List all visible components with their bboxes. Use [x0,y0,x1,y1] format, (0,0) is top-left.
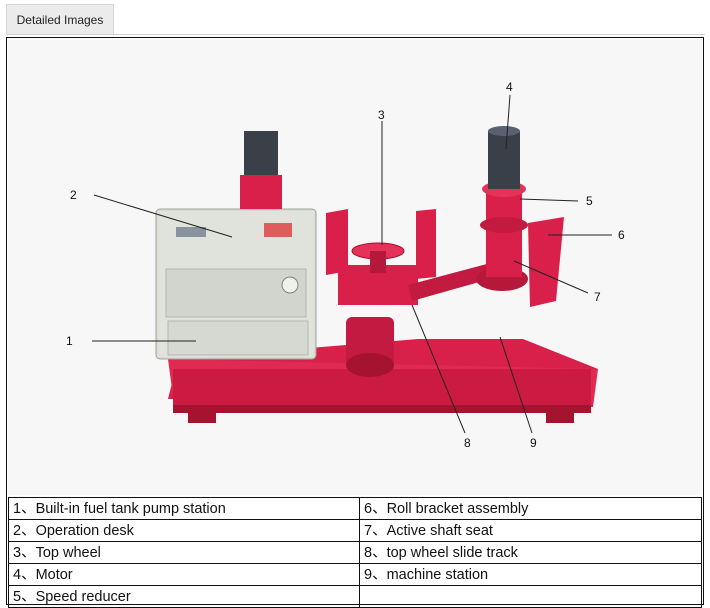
fuel-tank-panel [167,320,309,356]
callout-7: 7 [594,290,601,304]
hydraulic-motor [346,317,394,365]
callout-1: 1 [66,334,73,348]
machine-foot-right [546,409,574,423]
leader-4 [505,94,511,150]
machine-illustration: 1 2 3 4 5 6 7 8 9 [66,80,625,450]
part-1-cell: 1、Built-in fuel tank pump station [8,497,360,520]
plastic-wrap [158,211,314,357]
part-8-cell: 8、top wheel slide track [359,541,702,564]
callout-2: 2 [70,188,77,202]
callout-3: 3 [378,108,385,122]
part-4-cell: 4、Motor [8,563,360,586]
part-5-cell: 5、Speed reducer [8,585,360,608]
callout-4: 4 [506,80,513,94]
motor [488,131,520,189]
product-detail-frame: 1 2 3 4 5 6 7 8 9 1、Built-in fuel tank p… [6,37,704,608]
top-wheel-shaft [370,251,386,273]
pressure-gauge [281,276,299,294]
tab-detailed-images[interactable]: Detailed Images [6,4,114,34]
parts-legend-table: 1、Built-in fuel tank pump station 6、Roll… [8,497,702,608]
tab-divider [6,34,705,35]
part-6-cell: 6、Roll bracket assembly [359,497,702,520]
reducer-ring [480,217,528,233]
part-3-cell: 3、Top wheel [8,541,360,564]
callout-numbers: 1 2 3 4 5 6 7 8 9 [66,80,625,450]
machine-photo: 1 2 3 4 5 6 7 8 9 [8,39,702,495]
leader-5 [519,198,579,202]
pump-station-panel [165,268,307,318]
callout-8: 8 [464,436,471,450]
callout-leaders [92,94,612,434]
callout-9: 9 [530,436,537,450]
warning-sign [264,223,292,237]
table-row: 1、Built-in fuel tank pump station 6、Roll… [8,497,702,520]
middle-bracket [416,209,436,279]
hydraulic-motor-base [346,353,394,377]
leader-8 [411,304,466,434]
machine-foot-left [188,409,216,423]
leader-2 [93,194,233,238]
motor-cap [488,126,520,136]
callout-5: 5 [586,194,593,208]
empty-cell [359,585,702,608]
left-bracket [326,209,348,275]
part-2-cell: 2、Operation desk [8,519,360,542]
table-row: 3、Top wheel 8、top wheel slide track [8,541,702,564]
table-row: 5、Speed reducer [8,585,702,608]
callout-6: 6 [618,228,625,242]
table-row: 4、Motor 9、machine station [8,563,702,586]
rear-motor [244,131,278,175]
leader-7 [513,260,589,294]
part-7-cell: 7、Active shaft seat [359,519,702,542]
machine-base-edge [173,405,591,413]
rear-reducer [240,175,282,209]
table-row: 2、Operation desk 7、Active shaft seat [8,519,702,542]
roll-bracket-assembly [528,217,564,307]
leader-9 [499,336,533,434]
connecting-arm [408,261,504,301]
cabinet-label [176,227,206,237]
part-9-cell: 9、machine station [359,563,702,586]
